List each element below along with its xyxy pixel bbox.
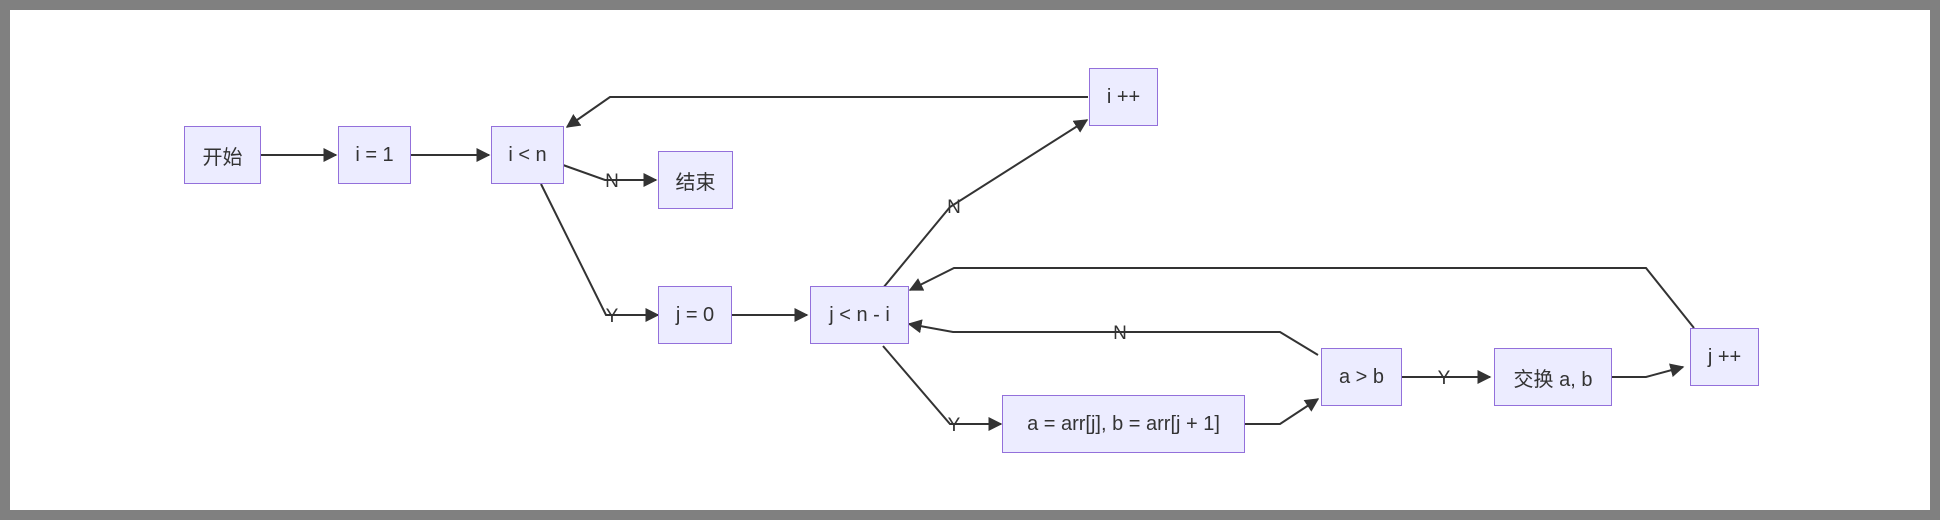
node-assign: a = arr[j], b = arr[j + 1]	[1002, 395, 1245, 453]
edge-swap-to-inc-j	[1606, 363, 1685, 378]
diagram-canvas: N Y N Y N Y 开始 i = 1 i < n 结束 j = 0 j < …	[10, 10, 1930, 510]
node-start: 开始	[184, 126, 261, 184]
flowchart-edges: N Y N Y N Y	[261, 96, 1695, 436]
edge-label-cond-j-yes: Y	[948, 415, 961, 436]
node-init-i: i = 1	[338, 126, 411, 184]
edge-label-cond-i-yes: Y	[606, 306, 619, 327]
node-cond-j: j < n - i	[810, 286, 909, 344]
node-cond-i: i < n	[491, 126, 564, 184]
edge-label-cmp-yes: Y	[1438, 368, 1451, 389]
edge-label-cond-j-no: N	[947, 197, 961, 218]
edge-inc-j-to-cond-j	[908, 267, 1695, 329]
edge-label-cond-i-no: N	[605, 171, 619, 192]
edge-cmp-to-cond-j	[907, 319, 1319, 356]
edge-inc-i-to-cond-i	[565, 96, 1088, 128]
edge-cond-i-to-init-j	[540, 183, 660, 322]
edge-cond-i-to-end	[562, 164, 658, 187]
node-inc-j: j ++	[1690, 328, 1759, 386]
node-init-j: j = 0	[658, 286, 732, 344]
edge-label-cmp-no: N	[1113, 323, 1127, 344]
node-cmp: a > b	[1321, 348, 1402, 406]
node-swap: 交换 a, b	[1494, 348, 1612, 406]
edge-assign-to-cmp	[1240, 398, 1320, 425]
node-end: 结束	[658, 151, 733, 209]
edge-cond-j-to-inc-i	[882, 119, 1089, 289]
node-inc-i: i ++	[1089, 68, 1158, 126]
edge-cond-j-to-assign	[882, 345, 1003, 431]
